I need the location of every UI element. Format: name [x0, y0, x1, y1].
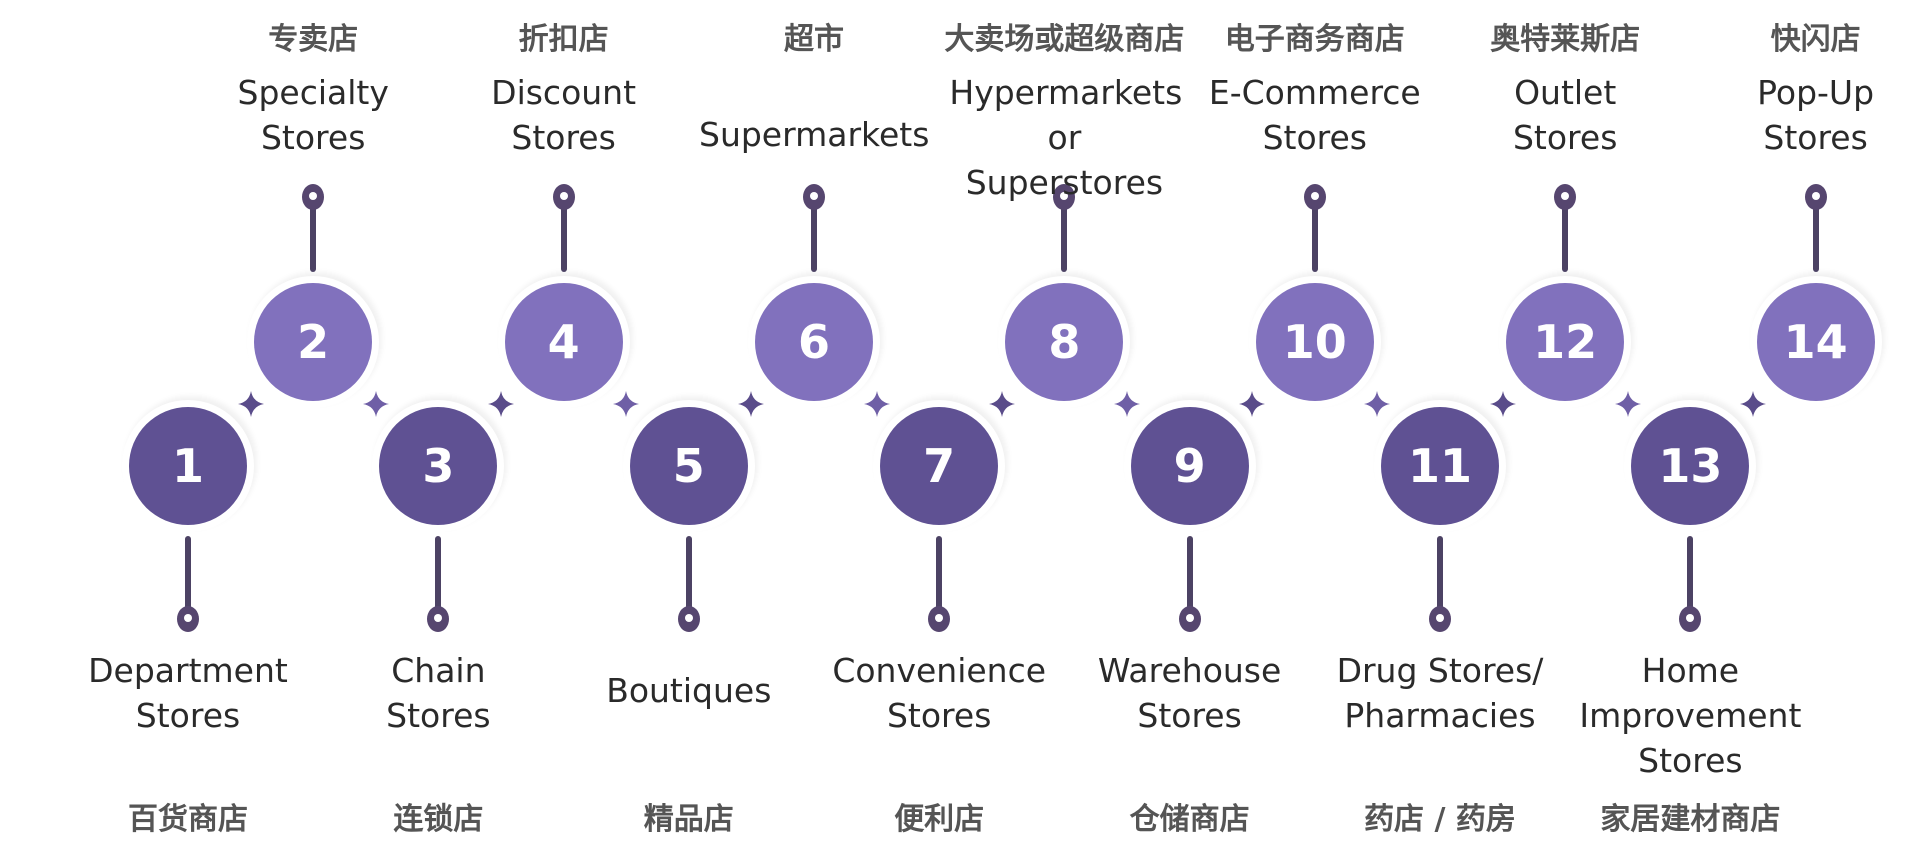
step-number: 10	[1282, 315, 1347, 369]
connector-diamond-icon	[1489, 391, 1516, 417]
label-english: Pop-Up Stores	[1757, 73, 1875, 157]
pin-stem	[1812, 200, 1819, 272]
label-chinese: 电子商务商店	[1224, 22, 1405, 57]
connector-diamond-icon	[1740, 391, 1766, 417]
step-number: 4	[547, 315, 580, 369]
connector-diamond-icon	[237, 391, 264, 417]
step-node-4: 4	[504, 283, 623, 401]
step-node-11: 11	[1381, 407, 1499, 525]
pin-marker-icon	[1053, 184, 1076, 210]
connector-diamond-icon	[1239, 391, 1266, 417]
step-number: 7	[923, 439, 956, 493]
label-chinese: 大卖场或超级商店	[944, 22, 1185, 57]
label-chinese: 快闪店	[1770, 22, 1861, 57]
step-node-14: 14	[1756, 283, 1875, 401]
pin-stem	[1562, 200, 1569, 272]
label-english: Boutiques	[606, 671, 772, 710]
pin-stem	[560, 200, 567, 272]
step-node-8: 8	[1005, 283, 1124, 401]
step-node-9: 9	[1130, 407, 1249, 525]
step-number: 6	[797, 315, 830, 369]
pin-marker-icon	[1303, 184, 1326, 210]
pin-marker-icon	[1804, 184, 1827, 210]
step-number: 9	[1173, 439, 1206, 493]
pin-marker-icon	[302, 184, 325, 210]
step-node-7: 7	[880, 407, 999, 525]
pin-stem	[936, 536, 943, 612]
pin-stem	[1311, 200, 1318, 272]
label-chinese: 百货商店	[128, 802, 248, 837]
connector-diamond-icon	[488, 391, 514, 417]
pin-marker-icon	[552, 184, 575, 210]
pin-marker-icon	[1429, 606, 1451, 632]
step-number: 5	[672, 439, 705, 493]
label-english: Discount Stores	[491, 73, 637, 157]
label-chinese: 便利店	[894, 802, 985, 837]
step-number: 2	[297, 315, 330, 369]
connector-diamond-icon	[1614, 391, 1641, 417]
label-chinese: 连锁店	[393, 802, 484, 837]
connector-diamond-icon	[863, 391, 890, 417]
step-node-5: 5	[629, 407, 748, 525]
connector-diamond-icon	[613, 391, 640, 417]
pin-stem	[1061, 200, 1068, 272]
pin-stem	[811, 200, 817, 272]
pin-stem	[435, 536, 442, 612]
label-chinese: 家居建材商店	[1600, 802, 1781, 837]
step-node-13: 13	[1631, 407, 1750, 525]
label-english: Hypermarkets or Superstores	[949, 73, 1183, 202]
step-node-6: 6	[755, 283, 873, 401]
connector-diamond-icon	[1364, 391, 1391, 417]
label-english: Convenience Stores	[832, 651, 1047, 735]
step-node-12: 12	[1506, 283, 1625, 401]
label-chinese: 精品店	[643, 802, 734, 837]
label-english: Outlet Stores	[1512, 73, 1618, 157]
label-chinese: 仓储商店	[1129, 802, 1250, 837]
step-number: 8	[1048, 315, 1081, 369]
pin-stem	[1186, 536, 1193, 612]
label-chinese: 药店 / 药房	[1364, 802, 1516, 837]
pin-marker-icon	[928, 606, 951, 632]
label-english: Supermarkets	[699, 115, 930, 154]
pin-marker-icon	[1679, 606, 1702, 632]
step-number: 13	[1658, 439, 1723, 493]
label-english: Department Stores	[88, 651, 288, 735]
pin-marker-icon	[803, 184, 825, 210]
label-english: Specialty Stores	[237, 73, 389, 157]
connector-diamond-icon	[362, 391, 389, 417]
pin-stem	[310, 200, 317, 272]
connector-diamond-icon	[1114, 391, 1140, 417]
pin-marker-icon	[427, 606, 450, 632]
connector-diamond-icon	[988, 391, 1015, 417]
step-node-10: 10	[1255, 283, 1374, 401]
step-number: 1	[171, 439, 204, 493]
step-node-1: 1	[129, 407, 247, 525]
pin-stem	[185, 536, 191, 612]
step-node-3: 3	[379, 407, 498, 525]
step-number: 14	[1783, 315, 1848, 369]
pin-marker-icon	[1178, 606, 1201, 632]
label-english: Drug Stores/ Pharmacies	[1336, 651, 1544, 735]
step-node-2: 2	[254, 283, 373, 401]
label-english: Warehouse Stores	[1097, 651, 1282, 735]
step-number: 3	[422, 439, 455, 493]
label-english: Home Improvement Stores	[1579, 651, 1802, 780]
step-number: 12	[1533, 315, 1598, 369]
step-number: 11	[1407, 439, 1472, 493]
pin-stem	[1437, 536, 1443, 612]
label-chinese: 折扣店	[518, 22, 609, 57]
pin-marker-icon	[1554, 184, 1577, 210]
label-chinese: 专卖店	[268, 22, 359, 57]
pin-stem	[685, 536, 692, 612]
pin-marker-icon	[677, 606, 700, 632]
label-english: E-Commerce Stores	[1208, 73, 1421, 157]
label-english: Chain Stores	[386, 651, 491, 735]
pin-marker-icon	[177, 606, 199, 632]
label-chinese: 奥特莱斯店	[1490, 22, 1641, 57]
label-chinese: 超市	[784, 22, 844, 57]
pin-stem	[1687, 536, 1694, 612]
connector-diamond-icon	[738, 391, 765, 417]
